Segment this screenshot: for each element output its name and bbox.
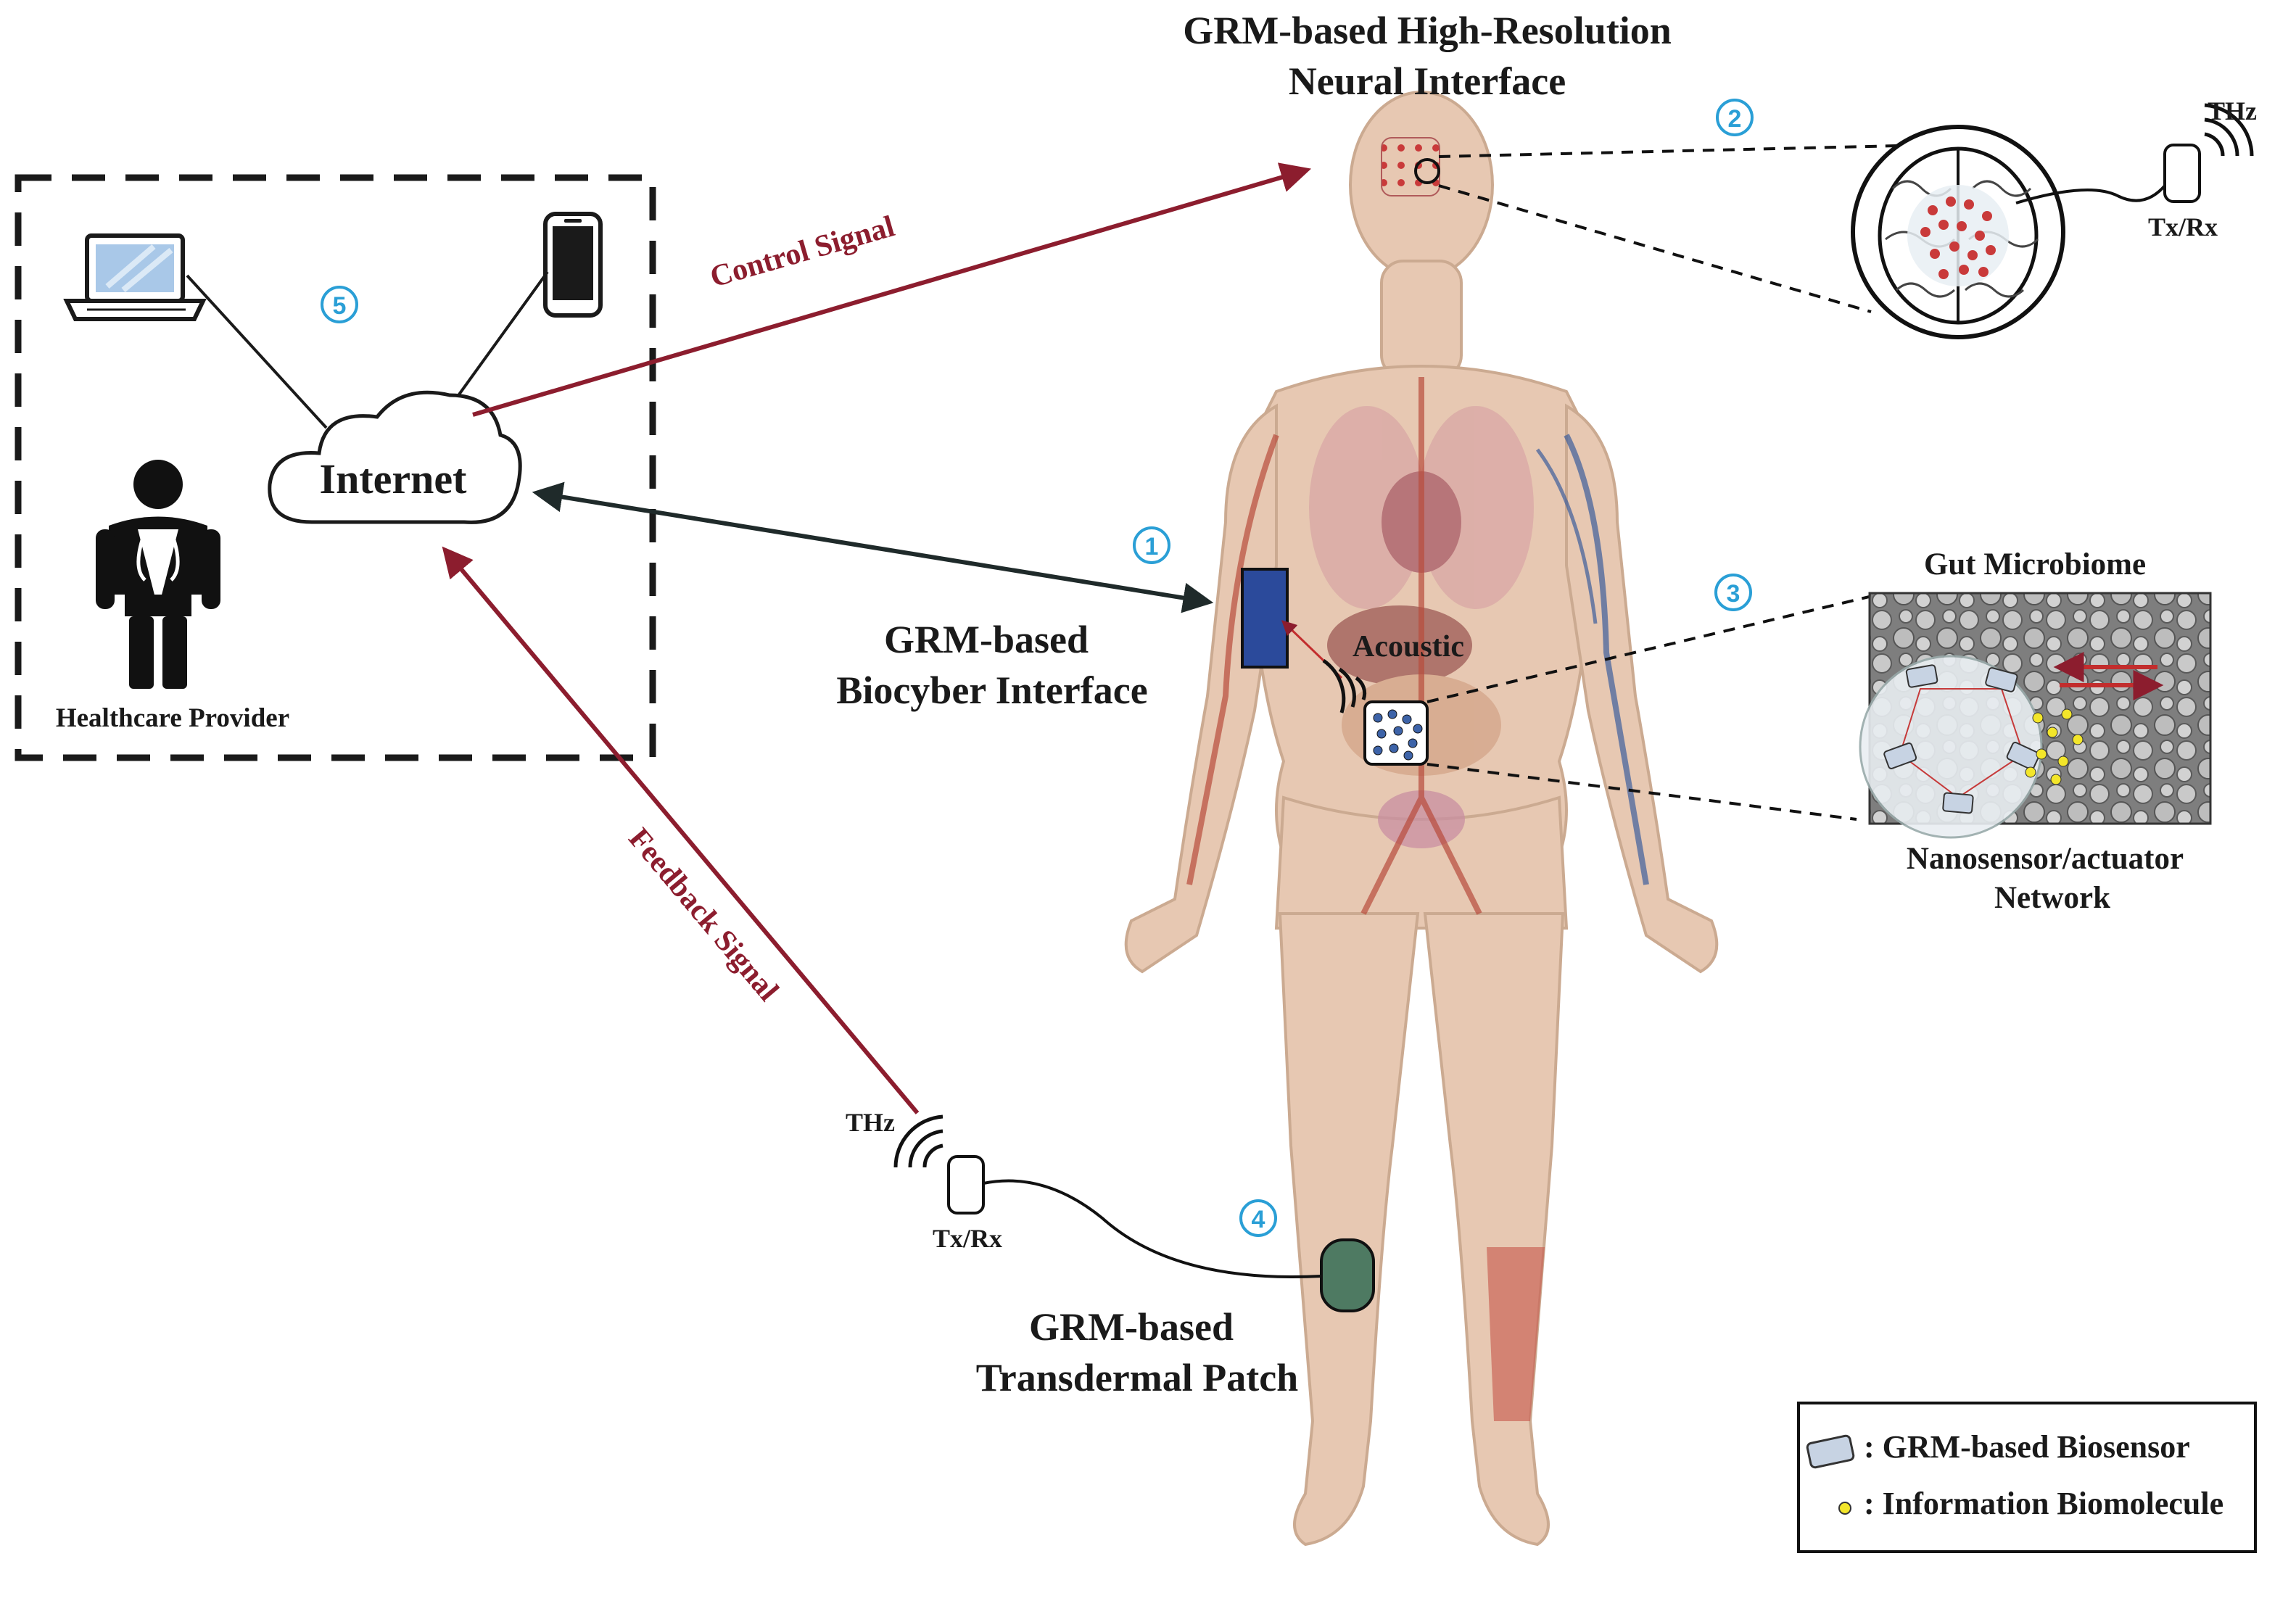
human-body [1124,91,1719,1547]
neural-interface-title-line1: GRM-based High-Resolution [1183,9,1672,52]
device-links [186,270,549,429]
nanosensor-network-label-line1: Nanosensor/actuator [1907,842,2184,876]
acoustic-label: Acoustic [1353,630,1464,663]
patch-cable [983,1179,1322,1278]
biocyber-interface-label-line1: GRM-based [884,618,1089,661]
gut-nanosensor-box [1363,700,1429,766]
marker-2: 2 [1716,99,1754,136]
thz-top-label: THz [2208,96,2257,125]
transdermal-patch-label-line2: Transdermal Patch [976,1356,1298,1399]
legend: : GRM-based Biosensor : Information Biom… [1797,1402,2257,1553]
svg-text:4: 4 [1252,1206,1265,1233]
control-signal-label: Control Signal [706,210,898,294]
thz-bottom-label: THz [846,1108,895,1137]
marker-5: 5 [321,286,358,323]
feedback-signal-label: Feedback Signal [622,822,785,1008]
svg-text:3: 3 [1727,580,1740,608]
nanosensor-network-label-line2: Network [1994,881,2110,915]
internet-label: Internet [320,455,468,502]
doctor-icon [96,460,220,689]
healthcare-boundary [15,174,656,761]
biocyber-bidirectional-arrow [532,481,1214,613]
biocyber-interface-label-line2: Biocyber Interface [836,669,1147,712]
laptop-icon [63,233,207,321]
transdermal-patch [1320,1238,1375,1312]
antenna-icon [893,1114,985,1215]
svg-text:1: 1 [1145,533,1159,560]
brain-inset [1851,125,2170,339]
cloud-icon [268,390,522,524]
gut-microbiome-inset [1859,592,2212,839]
smartphone-icon [543,212,603,318]
control-signal-arrow [472,162,1312,417]
zoom-lines-gut [1426,593,1879,821]
neural-electrode-grid [1381,137,1440,196]
brain-icon [1878,146,2039,325]
transdermal-patch-label-line1: GRM-based [1029,1305,1234,1349]
zoom-lines-brain [1438,144,1930,313]
marker-3: 3 [1714,574,1752,611]
txrx-bottom-label: Tx/Rx [933,1224,1002,1253]
biomolecule-legend-icon [1838,1502,1851,1515]
legend-biomolecule-label: : Information Biomolecule [1864,1486,2223,1521]
svg-text:2: 2 [1728,105,1742,133]
svg-text:5: 5 [333,292,347,320]
marker-4: 4 [1239,1199,1277,1237]
neural-interface-title-line2: Neural Interface [1289,59,1566,103]
marker-1: 1 [1133,526,1170,564]
legend-biosensor-label: : GRM-based Biosensor [1864,1429,2190,1465]
biocyber-interface-device [1241,568,1289,669]
feedback-signal-arrow [442,546,920,1114]
healthcare-provider-label: Healthcare Provider [56,703,289,733]
biosensor-legend-icon [1806,1434,1855,1469]
antenna-icon [2163,103,2254,203]
acoustic-wave-icon [1322,658,1367,713]
txrx-top-label: Tx/Rx [2148,212,2218,241]
gut-microbiome-label: Gut Microbiome [1924,547,2146,582]
